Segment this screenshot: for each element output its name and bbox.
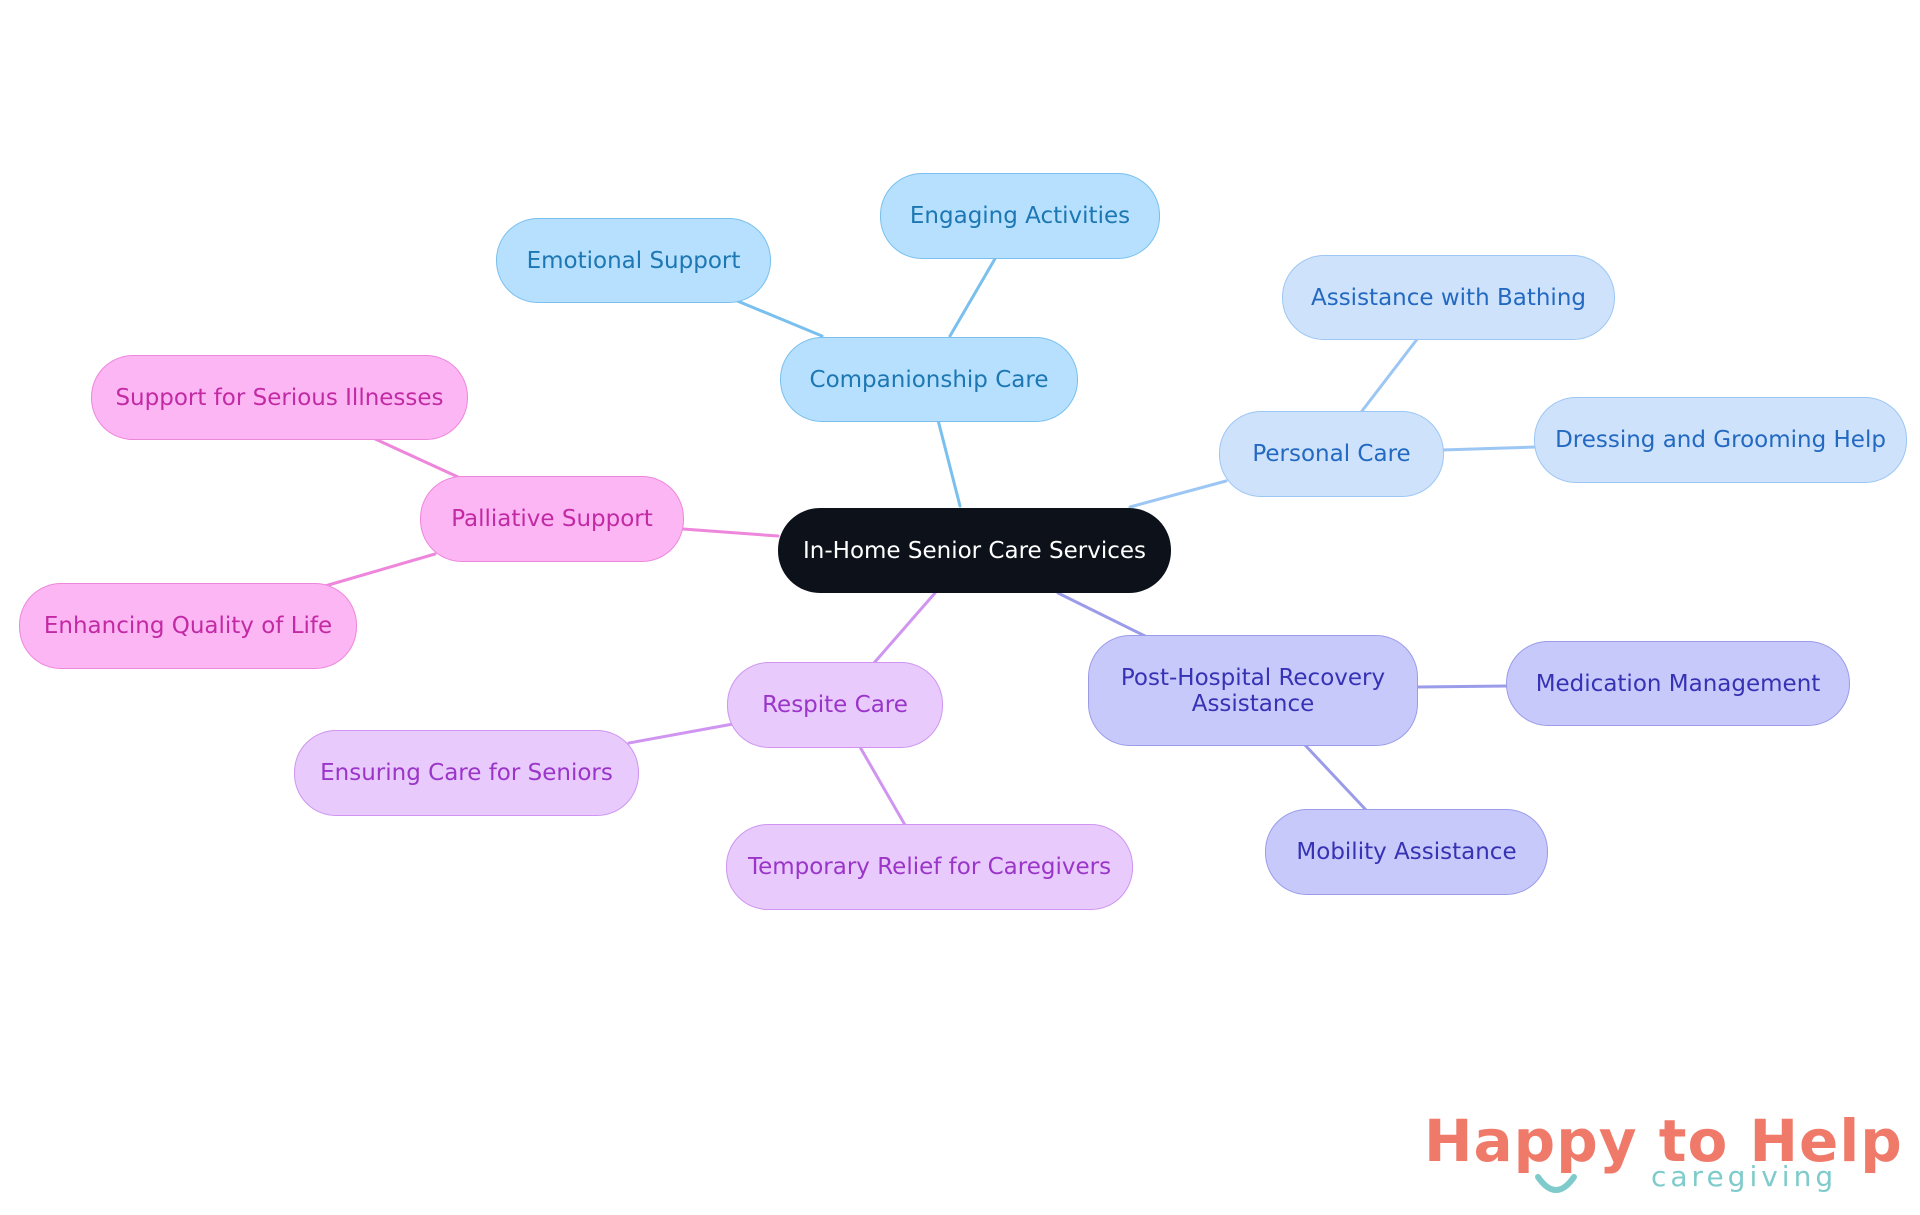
- node-label: Enhancing Quality of Life: [43, 613, 333, 639]
- node-medication-management: Medication Management: [1506, 641, 1850, 726]
- node-label: Assistance with Bathing: [1310, 284, 1586, 311]
- node-label: Engaging Activities: [909, 203, 1131, 229]
- node-assistance-with-bathing: Assistance with Bathing: [1282, 255, 1615, 340]
- node-label: Support for Serious Illnesses: [115, 384, 444, 411]
- node-post-hospital-recovery: Post-Hospital Recovery Assistance: [1088, 635, 1418, 746]
- node-label-line1: Post-Hospital Recovery: [1120, 664, 1386, 691]
- node-label: Palliative Support: [451, 506, 653, 532]
- connector-root-respite: [872, 591, 937, 665]
- connector-companionship-emotional: [733, 298, 824, 338]
- connector-respite-ensuring: [627, 722, 735, 745]
- root-node-label: In-Home Senior Care Services: [802, 537, 1146, 564]
- connector-respite-temporary: [858, 745, 907, 827]
- node-label: Temporary Relief for Caregivers: [747, 854, 1112, 880]
- connector-palliative-support: [371, 436, 460, 479]
- node-label: Dressing and Grooming Help: [1555, 427, 1886, 453]
- node-palliative-support: Palliative Support: [420, 476, 684, 562]
- node-support-for-serious-illnesses: Support for Serious Illnesses: [91, 355, 468, 440]
- brand-logo: Happy to Help caregiving: [1420, 1105, 1900, 1205]
- node-label: Emotional Support: [526, 247, 741, 274]
- brand-tagline: caregiving: [1651, 1160, 1837, 1193]
- smile-icon: [1535, 1174, 1577, 1193]
- node-label: Companionship Care: [809, 366, 1049, 393]
- node-companionship-care: Companionship Care: [780, 337, 1078, 422]
- connector-palliative-enhancing: [323, 552, 437, 588]
- connector-root-palliative: [681, 527, 780, 538]
- node-label: Personal Care: [1252, 441, 1411, 467]
- node-enhancing-quality-of-life: Enhancing Quality of Life: [19, 583, 357, 669]
- node-engaging-activities: Engaging Activities: [880, 173, 1160, 259]
- root-node: In-Home Senior Care Services: [778, 508, 1171, 593]
- node-label: Mobility Assistance: [1296, 839, 1517, 865]
- node-respite-care: Respite Care: [727, 662, 943, 748]
- node-label: Medication Management: [1535, 670, 1821, 697]
- connector-root-personal: [1128, 479, 1228, 509]
- connector-posthospital-medication: [1416, 684, 1510, 689]
- connector-companionship-engaging: [948, 255, 998, 338]
- connector-root-posthospital: [1056, 591, 1147, 638]
- node-emotional-support: Emotional Support: [496, 218, 771, 303]
- connector-posthospital-mobility: [1303, 743, 1368, 812]
- node-label: Ensuring Care for Seniors: [320, 760, 613, 786]
- connector-personal-bathing: [1360, 336, 1420, 413]
- connector-personal-dressing: [1440, 445, 1538, 452]
- node-label: Respite Care: [762, 692, 908, 718]
- node-temporary-relief: Temporary Relief for Caregivers: [726, 824, 1133, 910]
- node-mobility-assistance: Mobility Assistance: [1265, 809, 1548, 895]
- node-dressing-and-grooming: Dressing and Grooming Help: [1534, 397, 1907, 483]
- node-ensuring-care-for-seniors: Ensuring Care for Seniors: [294, 730, 639, 816]
- node-label-line2: Assistance: [1191, 690, 1315, 717]
- node-personal-care: Personal Care: [1219, 411, 1444, 497]
- connector-root-companionship: [936, 418, 962, 508]
- brand-name: Happy to Help: [1424, 1107, 1900, 1175]
